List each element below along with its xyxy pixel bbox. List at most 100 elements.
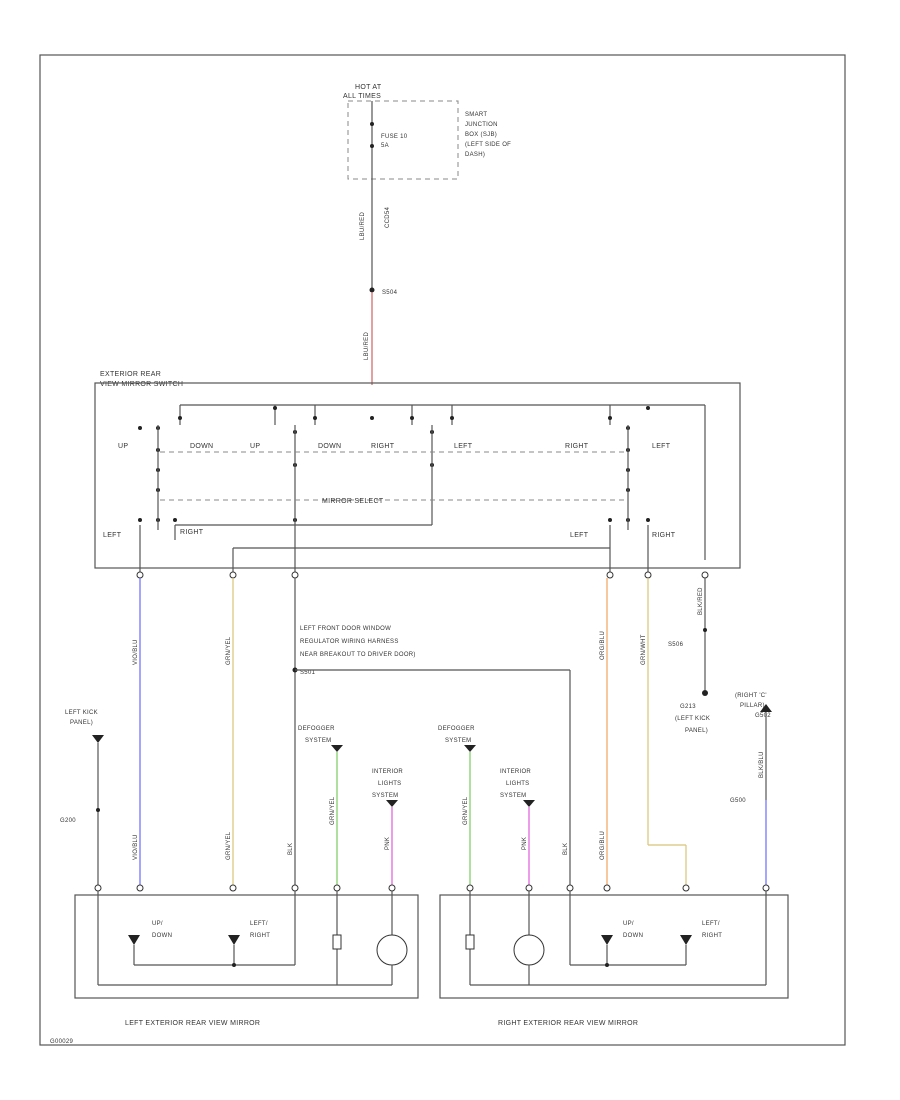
wire-label-defog-left: GRN/YEL bbox=[330, 796, 336, 825]
wire-label-blk-right: BLK bbox=[563, 843, 569, 855]
right-motor-node bbox=[605, 963, 609, 967]
left-leftright-2: RIGHT bbox=[250, 933, 270, 939]
right-leftright-2: RIGHT bbox=[702, 933, 722, 939]
left-leftright-1: LEFT/ bbox=[250, 921, 268, 927]
door-note-2: REGULATOR WIRING HARNESS bbox=[300, 639, 399, 645]
sjb-line-2: JUNCTION bbox=[465, 122, 498, 128]
wire-lbu-red-top: LBU/RED bbox=[360, 212, 366, 240]
defogger-right-2: SYSTEM bbox=[445, 738, 471, 744]
label-g200: G200 bbox=[60, 818, 76, 824]
switch-node bbox=[313, 416, 317, 420]
outer-frame bbox=[39, 54, 846, 1046]
wire-label-org-1: ORG/BLU bbox=[600, 631, 606, 660]
defogger-right-1: DEFOGGER bbox=[438, 726, 475, 732]
switch-node bbox=[178, 416, 182, 420]
switch-node bbox=[370, 416, 374, 420]
hot-label-1: HOT AT bbox=[355, 84, 382, 91]
switch-contacts bbox=[138, 426, 650, 522]
right-leftright-1: LEFT/ bbox=[702, 921, 720, 927]
left-updown-2: DOWN bbox=[152, 933, 172, 939]
switch-title-2: VIEW MIRROR SWITCH bbox=[100, 381, 183, 388]
wire-label-blk-red: BLK/RED bbox=[698, 587, 704, 615]
right-pillar-3: G502 bbox=[755, 713, 771, 719]
switch-label-right-1: RIGHT bbox=[371, 443, 395, 450]
left-kick-1: LEFT KICK bbox=[65, 710, 98, 716]
wire-label-grn-wht: GRN/WHT bbox=[641, 634, 647, 665]
switch-label-left-1: LEFT bbox=[454, 443, 473, 450]
switch-label-right-bottom-2: RIGHT bbox=[652, 532, 676, 539]
switch-node bbox=[410, 416, 414, 420]
defogger-left-2: SYSTEM bbox=[305, 738, 331, 744]
switch-connectors bbox=[136, 571, 709, 579]
switch-label-left-bottom: LEFT bbox=[103, 532, 122, 539]
ground-right-icon bbox=[760, 704, 772, 712]
label-s501: S501 bbox=[300, 670, 316, 676]
defogger-left-1: DEFOGGER bbox=[298, 726, 335, 732]
node-s506 bbox=[703, 628, 707, 632]
left-motor-leftright-icon bbox=[228, 935, 240, 945]
switch-node bbox=[608, 416, 612, 420]
wire-label-vio-1: VIO/BLU bbox=[133, 639, 139, 665]
fuse-node-top bbox=[370, 122, 374, 126]
circuit-label: CCD54 bbox=[385, 206, 391, 228]
hot-label-2: ALL TIMES bbox=[343, 93, 381, 100]
sjb-line-1: SMART bbox=[465, 112, 487, 118]
right-mirror-box bbox=[439, 894, 789, 999]
label-left-kick-2b: PANEL) bbox=[685, 728, 708, 734]
left-mirror-title: LEFT EXTERIOR REAR VIEW MIRROR bbox=[125, 1020, 260, 1027]
left-motor-updown-icon bbox=[128, 935, 140, 945]
door-note-1: LEFT FRONT DOOR WINDOW bbox=[300, 626, 391, 632]
wire-label-yel-2: GRN/YEL bbox=[226, 831, 232, 860]
defogger-right-connector bbox=[464, 745, 476, 752]
sjb-line-3: BOX (SJB) bbox=[465, 132, 497, 138]
left-defog-element bbox=[332, 934, 342, 950]
switch-label-right-bottom: RIGHT bbox=[180, 529, 204, 536]
right-motor-leftright-icon bbox=[680, 935, 692, 945]
switch-label-right-2: RIGHT bbox=[565, 443, 589, 450]
left-mirror-box bbox=[74, 894, 419, 999]
left-lamp-icon bbox=[376, 934, 408, 966]
switch-label-left-right: LEFT bbox=[652, 443, 671, 450]
door-note-3: NEAR BREAKOUT TO DRIVER DOOR) bbox=[300, 652, 416, 658]
switch-node bbox=[450, 416, 454, 420]
sjb-line-5: DASH) bbox=[465, 152, 485, 158]
ground-g201 bbox=[702, 690, 708, 696]
right-mirror-title: RIGHT EXTERIOR REAR VIEW MIRROR bbox=[498, 1020, 638, 1027]
fuse-amp: 5A bbox=[381, 143, 389, 149]
label-g213: G213 bbox=[680, 704, 696, 710]
switch-label-down-2: DOWN bbox=[318, 443, 341, 450]
interior-right-2: LIGHTS bbox=[506, 781, 529, 787]
interior-right-connector bbox=[523, 800, 535, 807]
sjb-line-4: (LEFT SIDE OF bbox=[465, 142, 511, 148]
node-g200 bbox=[96, 808, 100, 812]
right-lamp-icon bbox=[513, 934, 545, 966]
switch-node bbox=[273, 406, 277, 410]
switch-label-up: UP bbox=[118, 443, 128, 450]
switch-label-left-bottom-2: LEFT bbox=[570, 532, 589, 539]
right-updown-2: DOWN bbox=[623, 933, 643, 939]
left-motor-node bbox=[232, 963, 236, 967]
diagram-id: G00029 bbox=[50, 1039, 74, 1045]
splice-label: S504 bbox=[382, 290, 398, 296]
wire-label-lights-right: PNK bbox=[522, 837, 528, 850]
label-s506: S506 bbox=[668, 642, 684, 648]
interior-left-2: LIGHTS bbox=[378, 781, 401, 787]
wire-label-blk-blu: BLK/BLU bbox=[759, 751, 765, 778]
right-pillar-1: (RIGHT 'C' bbox=[735, 693, 767, 699]
fuse-node-bottom bbox=[370, 144, 374, 148]
defogger-left-connector bbox=[331, 745, 343, 752]
interior-left-3: SYSTEM bbox=[372, 793, 398, 799]
interior-left-connector bbox=[386, 800, 398, 807]
switch-box bbox=[94, 382, 741, 569]
right-motor-updown-icon bbox=[601, 935, 613, 945]
interior-left-1: INTERIOR bbox=[372, 769, 403, 775]
left-mirror-connectors bbox=[94, 884, 396, 892]
wire-label-defog-right: GRN/YEL bbox=[463, 796, 469, 825]
left-updown-1: UP/ bbox=[152, 921, 163, 927]
wire-label-vio-2: VIO/BLU bbox=[133, 834, 139, 860]
switch-label-mirror-select: MIRROR SELECT bbox=[322, 498, 384, 505]
right-mirror-connectors bbox=[466, 884, 770, 892]
wire-label-blk: BLK bbox=[288, 843, 294, 855]
ground-left-icon bbox=[92, 735, 104, 743]
